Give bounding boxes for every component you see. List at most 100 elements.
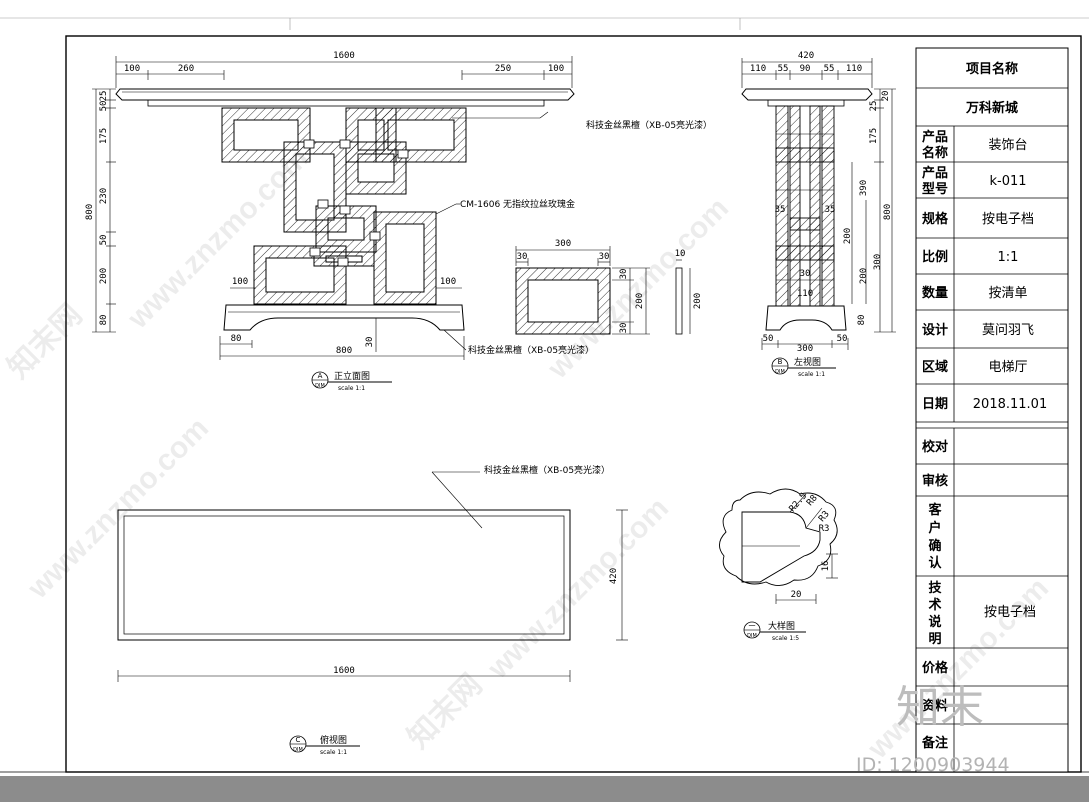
front-dim-base-80: 80: [231, 334, 242, 344]
front-view-scale: scale 1:1: [338, 385, 365, 392]
side-dim-r25: 25: [869, 101, 879, 112]
side-dim-i200a: 200: [843, 228, 853, 244]
side-dim-i30: 30: [800, 269, 811, 279]
tb-value-date: 2018.11.01: [973, 397, 1047, 412]
front-dim-v-25: 25: [99, 91, 109, 102]
front-view: 1600 100 260 250 100 25 50 175 230 50 20…: [85, 51, 712, 392]
front-note-top: 科技金丝黑檀（XB-05亮光漆）: [586, 119, 712, 131]
tb-label-quantity: 数量: [922, 285, 948, 301]
side-dim-110b: 110: [846, 64, 862, 74]
side-view-title: B DIM 左视图 scale 1:1: [771, 356, 836, 378]
tb-label-remarks: 备注: [921, 735, 948, 751]
front-note-bottom: 科技金丝黑檀（XB-05亮光漆）: [468, 344, 594, 356]
tb-value-area: 电梯厅: [988, 360, 1027, 375]
tb-label-tech-3: 说: [928, 614, 941, 630]
side-dim-width: 420: [798, 51, 814, 61]
section-dim-top: 30: [619, 269, 629, 280]
side-dim-90: 90: [800, 64, 811, 74]
section-dim-bottom: 30: [619, 323, 629, 334]
front-dim-right-250: 250: [495, 64, 511, 74]
side-dim-b300: 300: [797, 344, 813, 354]
side-dim-110a: 110: [750, 64, 766, 74]
front-view-title: A DIM 正立面图 scale 1:1: [311, 370, 392, 392]
top-view: 1600 420 科技金丝黑檀（XB-05亮光漆） C DIM 俯视图 scal…: [117, 464, 628, 756]
front-frame-stack: [221, 107, 467, 305]
detail-dim-r3b: R3: [819, 524, 830, 534]
tb-label-ratio: 比例: [922, 249, 948, 265]
tb-label-client-1: 客: [928, 502, 942, 518]
front-dimensions: [92, 56, 573, 360]
side-view-title-text: 左视图: [794, 356, 821, 368]
tb-label-tech-4: 明: [928, 632, 941, 647]
watermark-id: ID: 1200903944: [856, 754, 1010, 776]
title-block-row-check: 校对: [922, 439, 948, 455]
front-dim-right-100: 100: [548, 64, 564, 74]
detail-view-title: 一 DIM 大样图 scale 1:5: [743, 620, 806, 642]
tb-value-product-name: 装饰台: [988, 138, 1027, 153]
front-dim-v-50: 50: [99, 101, 109, 112]
top-view-sub: DIM: [293, 747, 303, 753]
front-dim-base-800: 800: [336, 346, 352, 356]
front-dim-v-230: 230: [99, 188, 109, 204]
side-dim-r175: 175: [869, 128, 879, 144]
title-block-row-spec: 规格 按电子档: [922, 211, 1034, 227]
bottom-bar: [0, 776, 1089, 802]
front-notes: 科技金丝黑檀（XB-05亮光漆） CM-1606 无指纹拉丝玫瑰金 科技金丝黑檀…: [460, 119, 712, 356]
tb-label-client-2: 户: [928, 520, 941, 536]
front-dim-width: 1600: [333, 51, 355, 61]
front-note-mid: CM-1606 无指纹拉丝玫瑰金: [460, 198, 575, 210]
title-block-row-designer: 设计 莫问羽飞: [922, 322, 1034, 338]
section-dim-height: 200: [635, 293, 645, 309]
front-view-marker: A: [318, 372, 323, 380]
tb-value-spec: 按电子档: [982, 212, 1034, 227]
title-block-row-date: 日期 2018.11.01: [922, 397, 1047, 412]
title-block-row-area: 区域 电梯厅: [922, 359, 1028, 375]
side-dim-i300: 300: [873, 254, 883, 270]
title-block-row-review: 审核: [922, 473, 948, 489]
title-block-row-price: 价格: [922, 660, 949, 676]
tb-label-review: 审核: [922, 473, 948, 489]
side-dim-i200b: 200: [859, 268, 869, 284]
top-view-scale: scale 1:1: [320, 749, 347, 756]
detail-view-title-text: 大样图: [768, 620, 795, 632]
side-dim-i35b: 35: [825, 205, 836, 215]
title-block-row-materials: 资料: [922, 698, 948, 714]
tb-label-materials: 资料: [922, 698, 948, 714]
side-dim-r800: 800: [883, 204, 893, 220]
front-dim-base-30: 30: [365, 337, 375, 348]
tb-label-tech-2: 术: [927, 597, 941, 613]
tb-label-product-name-1: 产品: [922, 129, 948, 145]
front-dim-v-80: 80: [99, 315, 109, 326]
side-dim-b50a: 50: [763, 334, 774, 344]
tb-label-tech-1: 技: [928, 580, 942, 596]
tb-value-product-model: k-011: [989, 174, 1026, 189]
front-dim-v-200: 200: [99, 268, 109, 284]
title-block: 项目名称 万科新城 产品 名称 装饰台 产品 型号 k-011 规格 按电子档 …: [915, 47, 1069, 773]
detail-dim-20: 20: [791, 590, 802, 600]
front-dim-labels: 1600 100 260 250 100 25 50 175 230 50 20…: [85, 51, 564, 356]
tb-label-product-model-1: 产品: [922, 165, 948, 181]
title-block-project-value: 万科新城: [965, 100, 1018, 116]
detail-dim-16: 16: [821, 561, 831, 572]
title-block-row-product-name: 产品 名称 装饰台: [922, 129, 1028, 161]
front-base: [223, 304, 465, 331]
section-detail: 300 30 30 30 30 200 10 200: [515, 239, 703, 335]
side-dim-b50b: 50: [837, 334, 848, 344]
watermark-logo: 知末: [896, 682, 984, 733]
side-view-scale: scale 1:1: [798, 371, 825, 378]
front-view-title-text: 正立面图: [334, 370, 370, 382]
tb-label-price: 价格: [922, 660, 949, 676]
title-block-row-tech-notes: 技 术 说 明 按电子档: [927, 580, 1036, 647]
title-block-row-product-model: 产品 型号 k-011: [922, 165, 1027, 197]
top-view-marker: C: [296, 736, 301, 744]
title-block-row-remarks: 备注: [921, 735, 948, 751]
front-dim-v-175: 175: [99, 128, 109, 144]
tb-label-client-3: 确: [928, 538, 941, 554]
top-view-title: C DIM 俯视图 scale 1:1: [289, 734, 360, 756]
section-dim-bar-height: 200: [693, 293, 703, 309]
section-dim-width: 300: [555, 239, 571, 249]
front-dim-left-100: 100: [124, 64, 140, 74]
title-block-row-ratio: 比例 1:1: [922, 249, 1018, 265]
side-dim-i110: 110: [797, 289, 813, 299]
